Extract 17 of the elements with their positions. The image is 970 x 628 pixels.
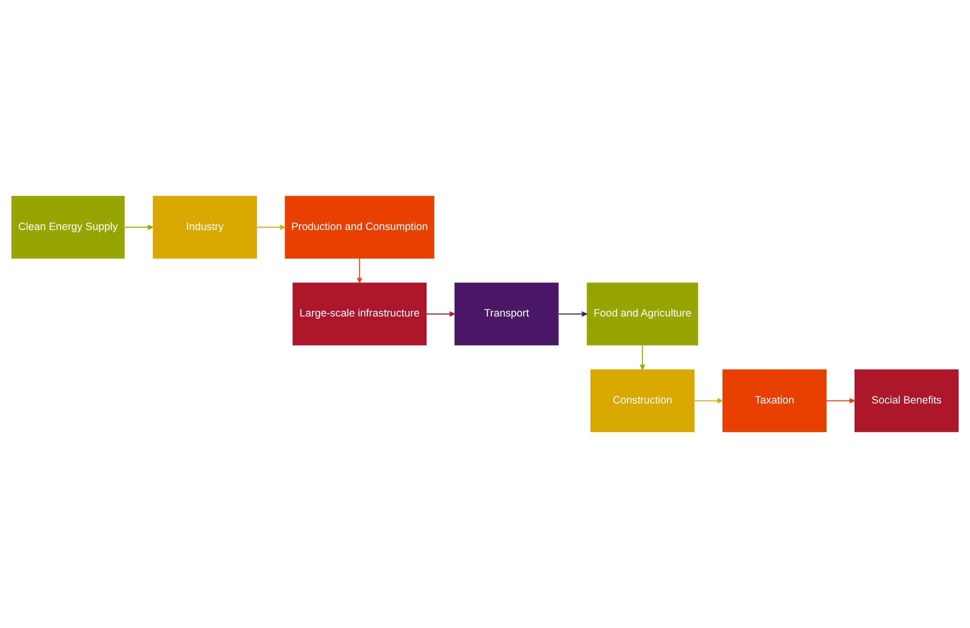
arrow [558, 311, 588, 317]
arrow [640, 344, 646, 370]
arrow [694, 398, 723, 404]
arrow [426, 311, 455, 317]
node-box: Construction [590, 369, 695, 432]
node-box: Clean Energy Supply [11, 196, 125, 259]
node-box: Taxation [722, 369, 827, 432]
node-box: Large-scale infrastructure [292, 282, 427, 346]
arrow [356, 258, 362, 284]
node-box: Production and Consumption [284, 196, 434, 259]
node-box: Industry [152, 196, 257, 259]
node-box: Transport [454, 282, 559, 346]
node-box: Food and Agriculture [586, 282, 698, 346]
node-box: Social Benefits [854, 369, 959, 432]
arrow [124, 224, 154, 230]
arrow [826, 398, 855, 404]
arrow [256, 224, 286, 230]
